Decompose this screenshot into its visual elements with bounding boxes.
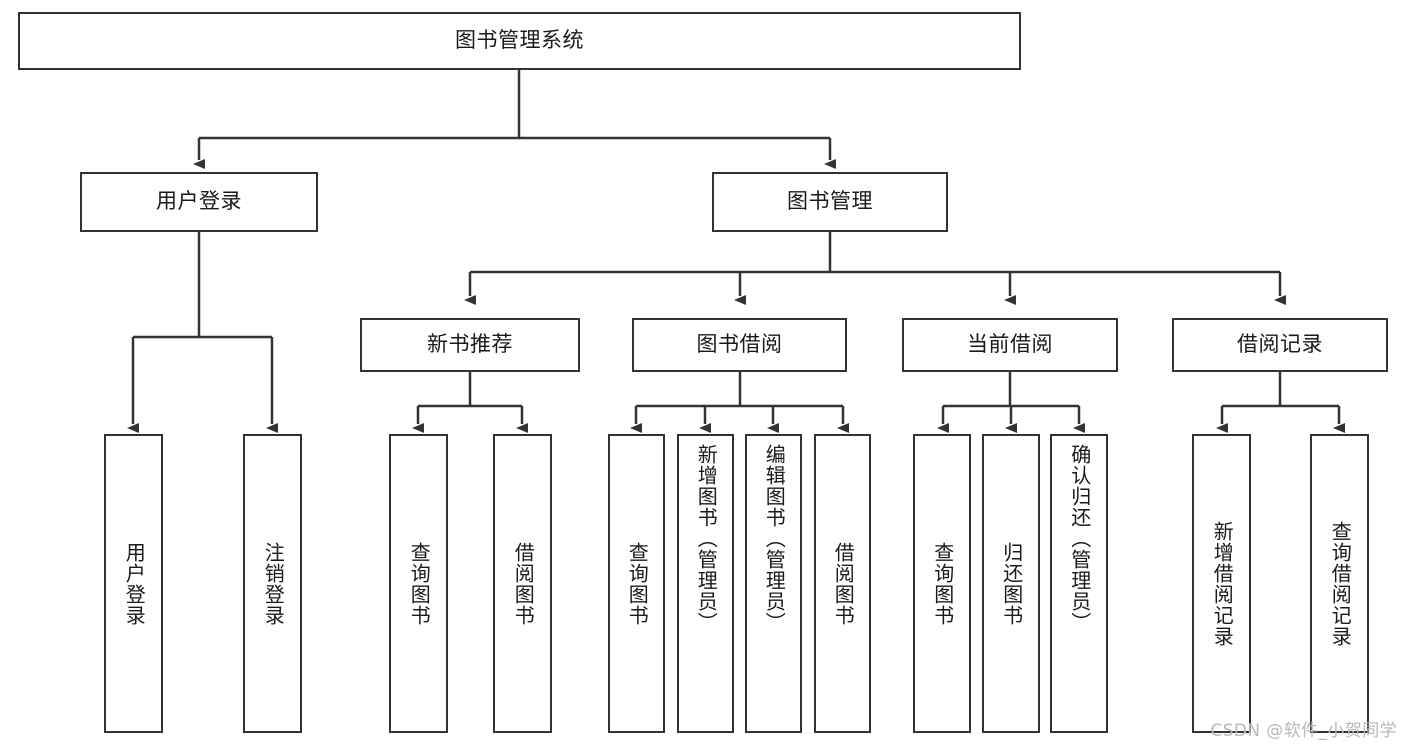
- leaf-borrow-book-1-label: 借阅图书: [511, 541, 536, 626]
- leaf-user-login-label: 用户登录: [122, 541, 147, 626]
- node-book-borrow[interactable]: 图书借阅: [632, 318, 847, 372]
- leaf-logout-login-label: 注销登录: [261, 541, 286, 626]
- node-borrow-record[interactable]: 借阅记录: [1172, 318, 1388, 372]
- leaf-query-book-2[interactable]: 查询图书: [608, 434, 665, 733]
- leaf-add-borrow-record[interactable]: 新增借阅记录: [1192, 434, 1251, 733]
- node-new-book-recommend-label: 新书推荐: [427, 332, 513, 357]
- node-current-borrow-label: 当前借阅: [967, 332, 1053, 357]
- node-root-label: 图书管理系统: [455, 28, 584, 53]
- leaf-query-borrow-record[interactable]: 查询借阅记录: [1310, 434, 1369, 733]
- leaf-query-book-1[interactable]: 查询图书: [389, 434, 448, 733]
- node-book-management-label: 图书管理: [787, 189, 873, 214]
- node-new-book-recommend[interactable]: 新书推荐: [360, 318, 580, 372]
- leaf-query-borrow-record-label: 查询借阅记录: [1328, 520, 1353, 647]
- leaf-edit-book-label: 编辑图书（管理员）: [762, 444, 787, 633]
- leaf-query-book-3-label: 查询图书: [930, 541, 955, 626]
- leaf-borrow-book-1[interactable]: 借阅图书: [493, 434, 552, 733]
- leaf-edit-book[interactable]: 编辑图书（管理员）: [745, 434, 802, 733]
- leaf-confirm-return[interactable]: 确认归还（管理员）: [1050, 434, 1108, 733]
- leaf-borrow-book-2[interactable]: 借阅图书: [814, 434, 871, 733]
- node-root[interactable]: 图书管理系统: [18, 12, 1021, 70]
- leaf-return-book-label: 归还图书: [999, 541, 1024, 626]
- node-user-login[interactable]: 用户登录: [80, 172, 318, 232]
- leaf-query-book-2-label: 查询图书: [625, 541, 650, 626]
- leaf-add-book-label: 新增图书（管理员）: [694, 444, 719, 633]
- leaf-add-borrow-record-label: 新增借阅记录: [1210, 520, 1235, 647]
- leaf-confirm-return-label: 确认归还（管理员）: [1067, 444, 1092, 633]
- node-borrow-record-label: 借阅记录: [1237, 332, 1323, 357]
- leaf-query-book-3[interactable]: 查询图书: [913, 434, 971, 733]
- leaf-borrow-book-2-label: 借阅图书: [831, 541, 856, 626]
- node-user-login-label: 用户登录: [156, 189, 242, 214]
- leaf-add-book[interactable]: 新增图书（管理员）: [677, 434, 734, 733]
- leaf-user-login[interactable]: 用户登录: [104, 434, 163, 733]
- leaf-logout-login[interactable]: 注销登录: [243, 434, 302, 733]
- leaf-return-book[interactable]: 归还图书: [982, 434, 1040, 733]
- node-book-borrow-label: 图书借阅: [696, 332, 783, 357]
- node-current-borrow[interactable]: 当前借阅: [902, 318, 1118, 372]
- node-book-management[interactable]: 图书管理: [712, 172, 948, 232]
- leaf-query-book-1-label: 查询图书: [407, 541, 432, 626]
